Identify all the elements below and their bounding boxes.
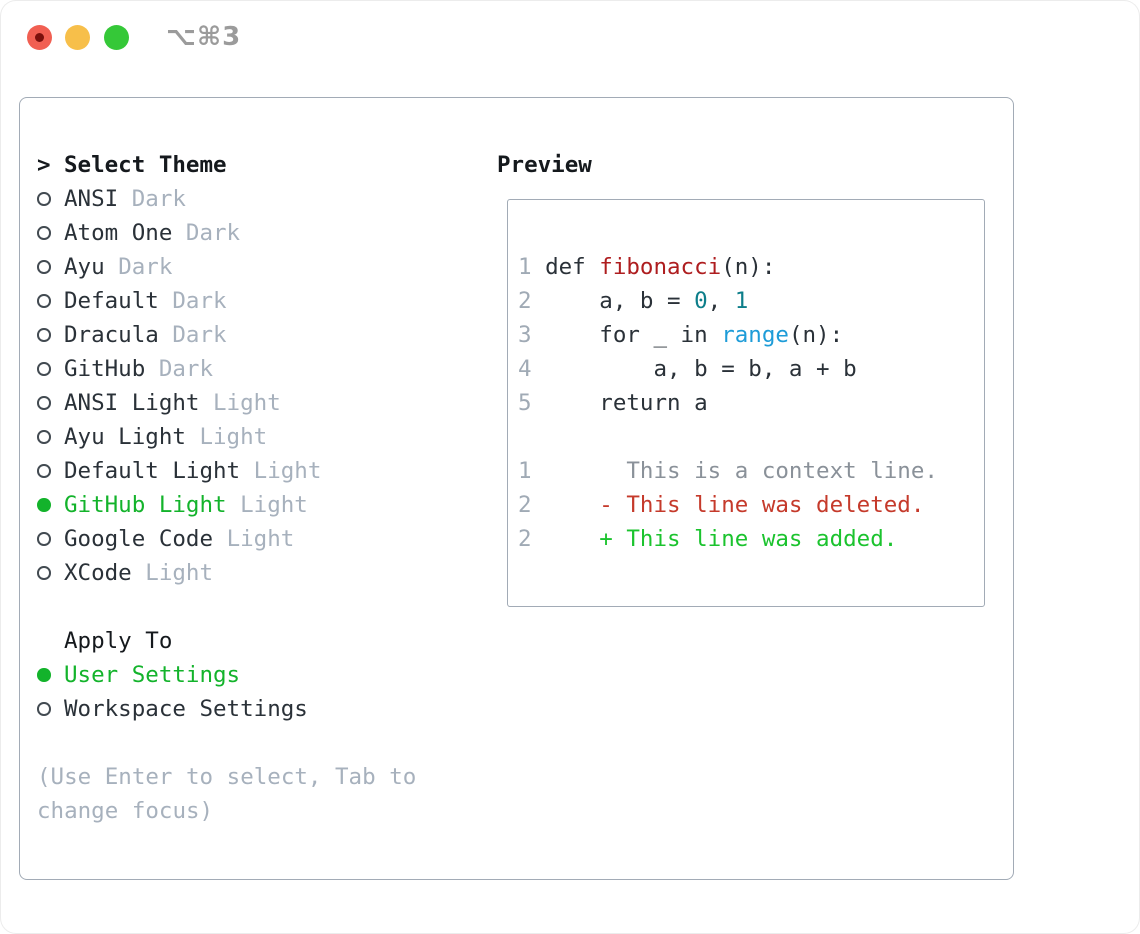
theme-option-atom-one[interactable]: Atom One Dark (37, 216, 416, 250)
theme-name: Atom One (64, 220, 186, 246)
theme-variant: Light (145, 560, 214, 586)
radio-icon (37, 352, 64, 386)
theme-variant: Dark (172, 288, 227, 314)
preview-box: 1 def fibonacci(n): 2 a, b = 0, 1 3 for _ … (507, 199, 985, 607)
theme-name: ANSI (64, 186, 132, 212)
code-line (518, 420, 984, 454)
theme-name: Google Code (64, 526, 227, 552)
theme-variant: Light (226, 526, 295, 552)
theme-name: ANSI Light (64, 390, 214, 416)
selection-cursor-icon: > (37, 152, 51, 178)
code-line: 2 a, b = 0, 1 (518, 288, 749, 314)
theme-variant: Dark (118, 254, 173, 280)
theme-variant: Light (253, 458, 322, 484)
theme-option-ansi[interactable]: ANSI Dark (37, 182, 416, 216)
theme-name: Default (64, 288, 173, 314)
theme-variant: Dark (131, 186, 186, 212)
code-line: 2 + This line was added. (518, 526, 898, 552)
apply-option-user-settings[interactable]: User Settings (37, 658, 416, 692)
theme-option-google-code[interactable]: Google Code Light (37, 522, 416, 556)
theme-picker-title: Select Theme (64, 152, 227, 178)
theme-variant: Dark (158, 356, 214, 382)
spacer (37, 590, 416, 624)
radio-icon (37, 284, 64, 318)
radio-icon (37, 182, 64, 216)
close-button[interactable] (27, 25, 52, 50)
radio-icon (37, 386, 64, 420)
theme-option-ayu[interactable]: Ayu Dark (37, 250, 416, 284)
theme-picker-header: > Select Theme (37, 148, 416, 182)
theme-name: XCode (64, 560, 146, 586)
preview-title: Preview (497, 152, 592, 178)
apply-option-workspace-settings[interactable]: Workspace Settings (37, 692, 416, 726)
radio-icon (37, 250, 64, 284)
radio-icon (37, 318, 64, 352)
code-line: 2 - This line was deleted. (518, 492, 925, 518)
code-preview: 1 def fibonacci(n): 2 a, b = 0, 1 3 for _ … (518, 250, 984, 556)
theme-variant: Light (240, 492, 308, 518)
code-line: 1 def fibonacci(n): (518, 254, 776, 280)
theme-variant: Dark (172, 322, 227, 348)
minimize-button[interactable] (65, 25, 90, 50)
theme-option-default[interactable]: Default Dark (37, 284, 416, 318)
theme-option-github-light[interactable]: GitHub Light Light (37, 488, 416, 522)
theme-option-github[interactable]: GitHub Dark (37, 352, 416, 386)
theme-variant: Dark (185, 220, 241, 246)
theme-name: Default Light (64, 458, 254, 484)
radio-selected-icon (37, 488, 64, 522)
theme-option-ayu-light[interactable]: Ayu Light Light (37, 420, 416, 454)
radio-icon (37, 454, 64, 488)
theme-name: GitHub (64, 356, 159, 382)
theme-name: GitHub Light (64, 492, 241, 518)
theme-option-default-light[interactable]: Default Light Light (37, 454, 416, 488)
radio-icon (37, 216, 64, 250)
radio-icon (37, 692, 64, 726)
apply-option-label: Workspace Settings (64, 696, 308, 722)
window-title: ⌥⌘3 (166, 22, 242, 52)
apply-to-header: Apply To (37, 624, 416, 658)
spacer (37, 726, 416, 760)
close-dot-icon (35, 33, 44, 42)
apply-option-label: User Settings (64, 662, 241, 688)
theme-name: Ayu Light (64, 424, 200, 450)
code-line: 5 return a (518, 390, 708, 416)
theme-option-xcode[interactable]: XCode Light (37, 556, 416, 590)
code-line: 3 for _ in range(n): (518, 322, 844, 348)
theme-name: Ayu (64, 254, 119, 280)
theme-variant: Light (199, 424, 268, 450)
radio-icon (37, 556, 64, 590)
code-line: 1 This is a context line. (518, 458, 938, 484)
help-text-line-1: (Use Enter to select, Tab to (37, 764, 417, 790)
radio-icon (37, 420, 64, 454)
apply-to-indent (37, 624, 64, 658)
theme-option-ansi-light[interactable]: ANSI Light Light (37, 386, 416, 420)
help-text-line-2: change focus) (37, 798, 214, 824)
preview-header: Preview (497, 148, 592, 182)
theme-name: Dracula (64, 322, 173, 348)
radio-selected-icon (37, 658, 64, 692)
apply-to-title: Apply To (64, 628, 173, 654)
theme-option-dracula[interactable]: Dracula Dark (37, 318, 416, 352)
maximize-button[interactable] (104, 25, 129, 50)
help-text: (Use Enter to select, Tab to change focu… (37, 760, 416, 828)
code-line: 4 a, b = b, a + b (518, 356, 857, 382)
theme-variant: Light (213, 390, 281, 416)
radio-icon (37, 522, 64, 556)
